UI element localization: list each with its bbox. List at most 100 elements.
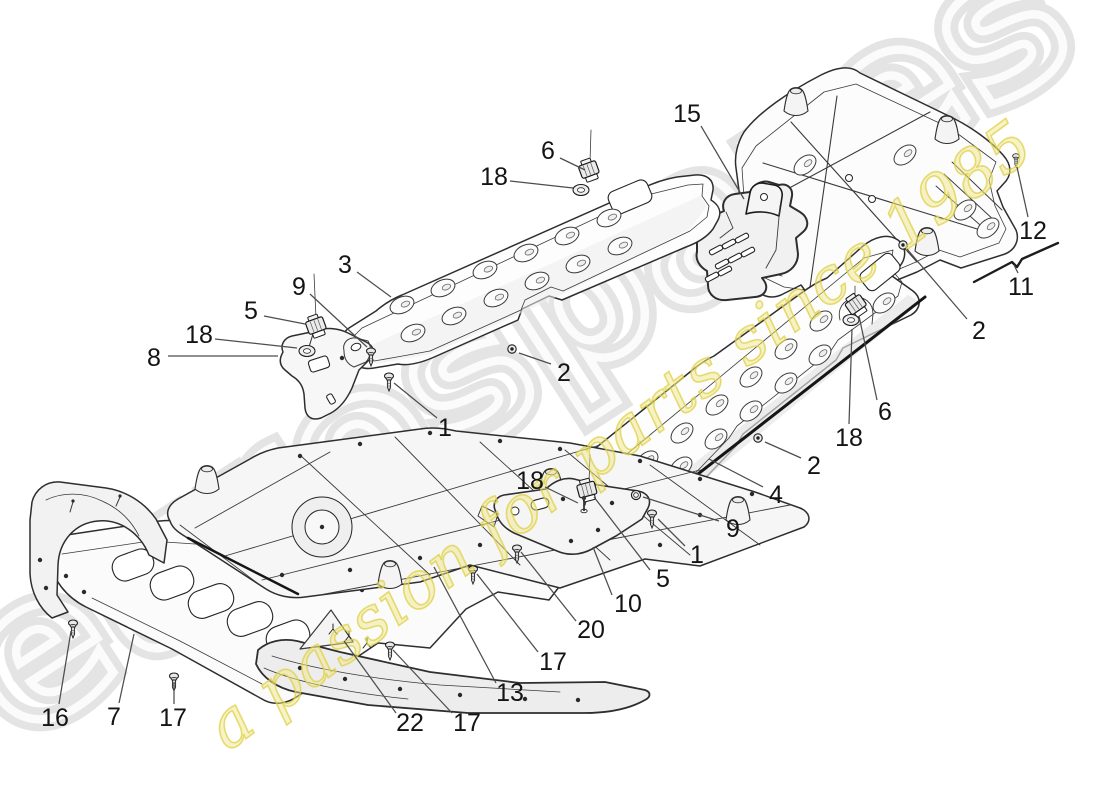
rear-underbody-panel (734, 67, 1019, 308)
callout-number: 1 (690, 541, 704, 569)
callout-number: 2 (972, 317, 986, 345)
callout-number: 10 (614, 590, 642, 618)
callout-leader-line (764, 441, 802, 459)
callout-leader-line (544, 486, 579, 504)
hardware-screw (67, 619, 79, 640)
callout-leader-line (518, 352, 552, 365)
callout-17: 17 (392, 649, 481, 737)
callout-leader-line (118, 633, 135, 704)
hardware-washer (507, 344, 517, 354)
callout-number: 6 (541, 137, 555, 165)
hardware-screw (467, 565, 479, 586)
callout-number: 2 (557, 359, 571, 387)
callout-number: 18 (480, 163, 508, 191)
hardware-grommet (298, 344, 316, 358)
callout-number: 5 (656, 565, 670, 593)
hardware-washer (753, 433, 763, 443)
hardware-clip (305, 313, 327, 339)
callout-22: 22 (343, 640, 424, 737)
callout-number: 18 (516, 467, 544, 495)
hardware-screw (1012, 153, 1020, 169)
callout-18: 18 (835, 328, 863, 452)
callout-leader-line (393, 382, 438, 419)
callout-leader-line (476, 573, 539, 653)
callouts-layer: 1561812112395188126182418915102017131722… (41, 100, 1047, 737)
callout-number: 18 (835, 424, 863, 452)
callout-leader-line (263, 315, 306, 325)
callout-number: 13 (496, 679, 524, 707)
hardware-screw (511, 544, 523, 565)
callout-number: 18 (185, 321, 213, 349)
callout-leader-line (1016, 166, 1029, 218)
callout-number: 17 (539, 648, 567, 676)
callout-5: 5 (244, 297, 306, 325)
hardware-layer (67, 153, 1060, 693)
callout-number: 17 (453, 709, 481, 737)
callout-2: 2 (518, 352, 571, 387)
callout-number: 22 (396, 709, 424, 737)
callout-leader-line (906, 248, 968, 320)
hardware-clip (844, 293, 868, 318)
hardware-screw (384, 641, 396, 662)
callout-number: 15 (673, 100, 701, 128)
callout-9: 9 (292, 273, 368, 348)
callout-leader-line (509, 180, 574, 189)
callout-18: 18 (516, 467, 579, 504)
callout-20: 20 (520, 551, 605, 644)
callout-12: 12 (1016, 166, 1047, 245)
callout-13: 13 (433, 566, 524, 707)
callout-18: 18 (480, 163, 574, 191)
hardware-screw (365, 347, 377, 368)
callout-number: 16 (41, 704, 69, 732)
callout-3: 3 (338, 251, 392, 298)
callout-1: 1 (393, 382, 452, 442)
callout-number: 9 (726, 515, 740, 543)
callout-number: 3 (338, 251, 352, 279)
callout-4: 4 (708, 458, 783, 509)
callout-number: 6 (878, 398, 892, 426)
callout-18: 18 (185, 321, 298, 349)
callout-6: 6 (858, 315, 892, 426)
hardware-clip (576, 477, 598, 503)
callout-8: 8 (147, 344, 278, 372)
callout-number: 17 (159, 704, 187, 732)
callout-leader-line (657, 518, 686, 547)
callout-leader-line (309, 293, 368, 348)
callout-15: 15 (673, 100, 745, 200)
front-splitter-22 (255, 609, 651, 714)
callout-leader-line (520, 551, 577, 622)
callout-number: 20 (577, 616, 605, 644)
callout-5: 5 (593, 496, 670, 593)
callout-leader-line (214, 338, 298, 349)
callout-number: 7 (107, 703, 121, 731)
callout-leader-line (708, 458, 764, 488)
callout-leader-line (58, 630, 72, 705)
hardware-pin (580, 495, 588, 514)
callout-leader-line (848, 328, 853, 425)
callout-number: 1 (438, 414, 452, 442)
callout-2: 2 (764, 441, 821, 480)
callout-leader-line (642, 496, 720, 522)
hardware-screw (383, 372, 395, 393)
callout-16: 16 (41, 630, 72, 732)
hardware-grommet (572, 183, 590, 197)
callout-number: 4 (769, 481, 783, 509)
callout-leader-line (700, 125, 745, 200)
callout-2: 2 (906, 248, 986, 345)
hardware-washer (898, 240, 908, 250)
callout-10: 10 (592, 546, 642, 618)
callout-leader-line (559, 157, 586, 171)
callout-leader-line (343, 640, 397, 714)
callout-number: 2 (807, 452, 821, 480)
callout-1: 1 (657, 518, 704, 569)
hardware-screw (646, 509, 658, 530)
hardware-strip (972, 241, 1060, 284)
callout-leader-line (392, 649, 453, 714)
callout-6: 6 (541, 137, 586, 171)
callout-leader-line (592, 546, 613, 596)
callout-leader-line (593, 496, 651, 571)
callout-9: 9 (642, 496, 740, 543)
side-underbody-panel-left-3 (342, 129, 721, 370)
callout-number: 12 (1019, 217, 1047, 245)
